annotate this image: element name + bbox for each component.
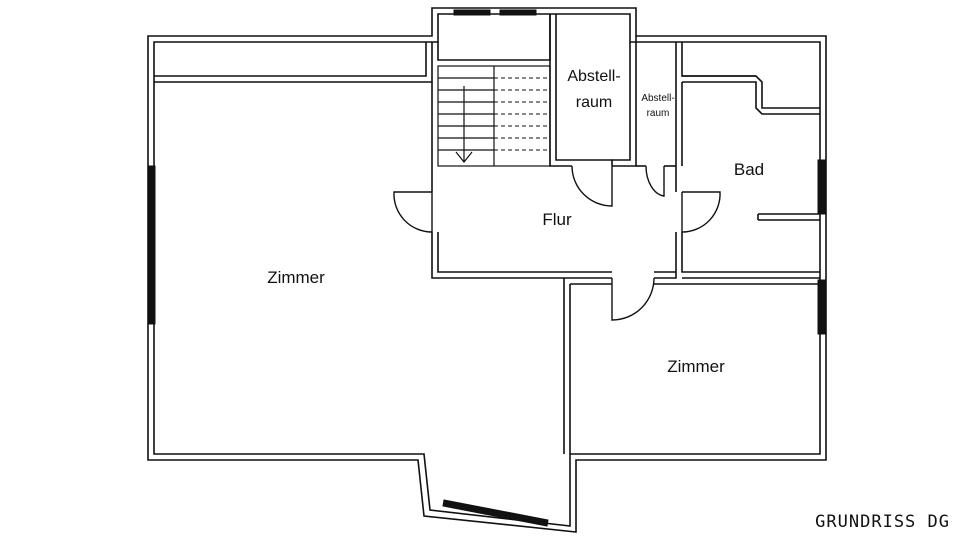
window-bad: [817, 159, 827, 215]
outer-walls: [147, 7, 827, 533]
window-top-left: [453, 9, 491, 16]
door-flur-zimmer-right: [611, 277, 655, 321]
window-top-right: [499, 9, 537, 16]
door-flur-zimmer-left: [393, 191, 433, 233]
room-labels: Zimmer Zimmer Flur Bad Abstell- raum Abs…: [267, 68, 764, 376]
doors: [393, 165, 721, 321]
room-label-zimmer-left: Zimmer: [267, 268, 325, 287]
staircase: [437, 65, 551, 167]
window-left-wall: [148, 165, 156, 325]
room-label-zimmer-right: Zimmer: [667, 357, 725, 376]
stair-arrow-icon: [455, 86, 473, 163]
windows: [148, 9, 827, 527]
door-abstellraum-small: [645, 165, 665, 197]
plan-title: GRUNDRISS DG: [815, 512, 950, 532]
room-label-bad: Bad: [734, 160, 764, 179]
door-abstellraum-large: [571, 165, 613, 207]
room-label-abstellraum-small-line1: Abstell-: [641, 93, 674, 104]
room-label-abstellraum-small-line2: raum: [647, 108, 670, 119]
interior-walls: [154, 14, 820, 454]
window-bottom: [442, 499, 549, 527]
room-label-abstellraum-large-line2: raum: [576, 94, 612, 111]
room-label-flur: Flur: [542, 210, 572, 229]
door-flur-bad: [681, 191, 721, 233]
room-label-abstellraum-large-line1: Abstell-: [567, 68, 620, 85]
window-right-room: [817, 279, 827, 335]
